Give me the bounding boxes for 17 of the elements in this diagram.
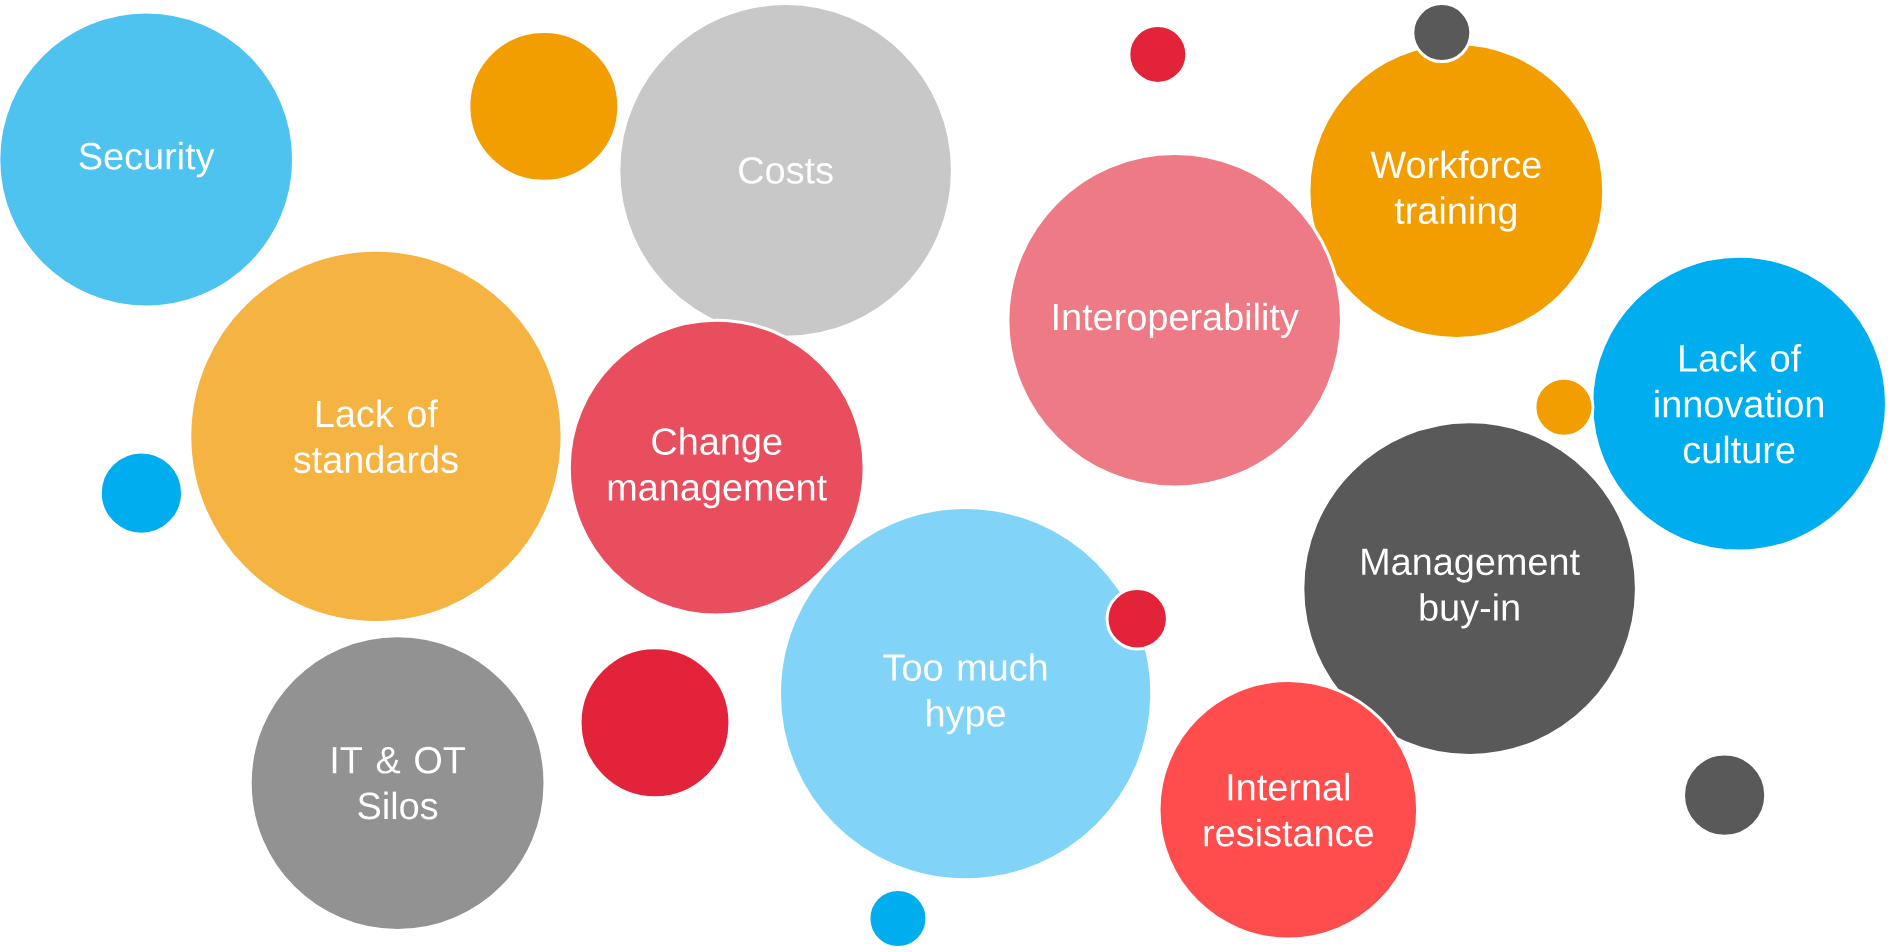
dot bbox=[98, 450, 184, 536]
dot bbox=[1682, 752, 1768, 838]
dot bbox=[1411, 2, 1473, 64]
bubble: Workforce training bbox=[1307, 42, 1606, 340]
bubble: Internal resistance bbox=[1157, 678, 1420, 941]
bubble: Lack of innovation culture bbox=[1590, 254, 1888, 553]
dot bbox=[1533, 376, 1595, 438]
bubble: Management buy-in bbox=[1301, 420, 1638, 757]
dot bbox=[867, 888, 929, 949]
bubble: Interoperability bbox=[1006, 152, 1343, 489]
dot bbox=[578, 646, 732, 800]
bubble: Change management bbox=[567, 318, 866, 617]
bubble: IT & OT Silos bbox=[248, 634, 547, 932]
dot bbox=[1105, 587, 1169, 651]
bubble: Security bbox=[0, 10, 296, 309]
bubble: Too much hype bbox=[778, 506, 1154, 882]
bubble: Lack of standards bbox=[188, 248, 564, 624]
